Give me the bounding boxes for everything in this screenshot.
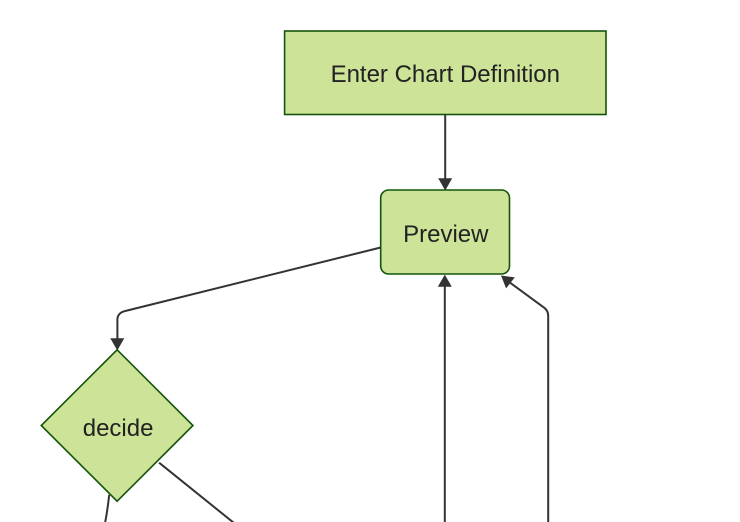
- edge-line: [158, 461, 235, 522]
- node-decide-label: decide: [83, 415, 154, 442]
- edge-line: [509, 282, 550, 522]
- edge-enter-chart-definition-to-preview: [438, 114, 453, 191]
- node-preview-label: Preview: [403, 221, 489, 248]
- edge-decide-to-offscreen-bottom-right: [158, 461, 235, 522]
- edge-offscreen-bottom-to-preview: [437, 274, 452, 522]
- node-decide[interactable]: decide: [40, 348, 195, 503]
- edge-preview-to-decide: [110, 246, 381, 351]
- edge-line: [116, 246, 381, 339]
- arrowhead-icon: [501, 275, 515, 289]
- arrowhead-icon: [438, 178, 453, 191]
- edge-offscreen-bottom-right-to-preview: [501, 275, 550, 522]
- node-preview[interactable]: Preview: [379, 189, 511, 275]
- edge-decide-to-offscreen-bottom-left: [104, 494, 111, 522]
- node-enter-chart-definition[interactable]: Enter Chart Definition: [283, 30, 607, 116]
- node-enter-chart-definition-label: Enter Chart Definition: [331, 61, 560, 88]
- node-enter-chart-definition-shape[interactable]: [283, 30, 607, 116]
- arrowhead-icon: [110, 338, 125, 351]
- node-decide-shape[interactable]: [40, 348, 195, 503]
- edge-line: [104, 494, 111, 522]
- node-preview-shape[interactable]: [379, 189, 511, 275]
- arrowhead-icon: [437, 274, 452, 287]
